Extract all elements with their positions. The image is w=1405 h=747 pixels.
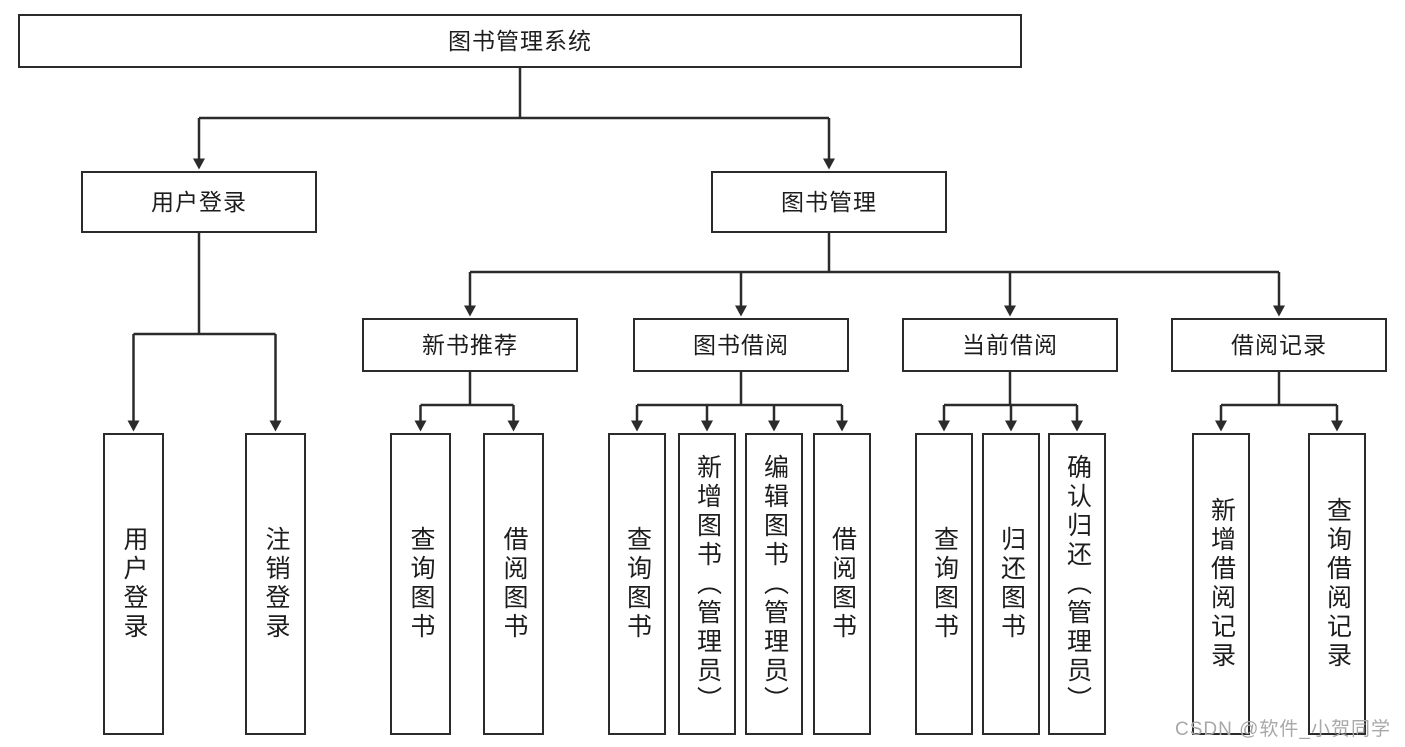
node-l13[interactable]: 查询借阅记录 xyxy=(1308,433,1366,735)
node-borrow[interactable]: 图书借阅 xyxy=(633,318,849,372)
node-label: 当前借阅 xyxy=(962,331,1058,358)
node-label: 查询图书 xyxy=(930,526,959,642)
node-login[interactable]: 用户登录 xyxy=(81,171,317,233)
node-l9[interactable]: 查询图书 xyxy=(915,433,973,735)
node-l7[interactable]: 编辑图书（管理员） xyxy=(745,433,803,735)
node-label: 新增图书（管理员） xyxy=(693,453,722,715)
node-label: 查询图书 xyxy=(407,526,435,642)
node-root[interactable]: 图书管理系统 xyxy=(18,14,1022,68)
node-label: 新书推荐 xyxy=(422,331,518,358)
node-label: 图书管理 xyxy=(781,188,877,215)
node-label: 图书管理系统 xyxy=(448,27,592,54)
node-l2[interactable]: 注销登录 xyxy=(245,433,306,735)
node-label: 用户登录 xyxy=(151,188,247,215)
node-l11[interactable]: 确认归还（管理员） xyxy=(1048,433,1106,735)
node-label: 用户登录 xyxy=(120,526,148,642)
node-label: 图书借阅 xyxy=(693,331,789,358)
node-label: 查询图书 xyxy=(623,526,652,642)
node-label: 注销登录 xyxy=(262,526,290,642)
node-label: 归还图书 xyxy=(997,526,1026,642)
node-label: 查询借阅记录 xyxy=(1323,497,1352,671)
node-l1[interactable]: 用户登录 xyxy=(103,433,164,735)
node-l3[interactable]: 查询图书 xyxy=(390,433,451,735)
node-l5[interactable]: 查询图书 xyxy=(608,433,666,735)
node-label: 借阅图书 xyxy=(828,526,857,642)
node-label: 借阅图书 xyxy=(500,526,528,642)
node-record[interactable]: 借阅记录 xyxy=(1171,318,1387,372)
node-label: 确认归还（管理员） xyxy=(1063,453,1092,715)
node-l4[interactable]: 借阅图书 xyxy=(483,433,544,735)
watermark: CSDN @软件_小贺同学 xyxy=(1175,719,1391,740)
node-label: 新增借阅记录 xyxy=(1207,497,1236,671)
node-bookmgmt[interactable]: 图书管理 xyxy=(711,171,947,233)
node-current[interactable]: 当前借阅 xyxy=(902,318,1118,372)
node-l6[interactable]: 新增图书（管理员） xyxy=(678,433,736,735)
node-label: 借阅记录 xyxy=(1231,331,1327,358)
node-l10[interactable]: 归还图书 xyxy=(982,433,1040,735)
node-newbook[interactable]: 新书推荐 xyxy=(362,318,578,372)
node-l8[interactable]: 借阅图书 xyxy=(813,433,871,735)
node-l12[interactable]: 新增借阅记录 xyxy=(1192,433,1250,735)
node-label: 编辑图书（管理员） xyxy=(760,453,789,715)
